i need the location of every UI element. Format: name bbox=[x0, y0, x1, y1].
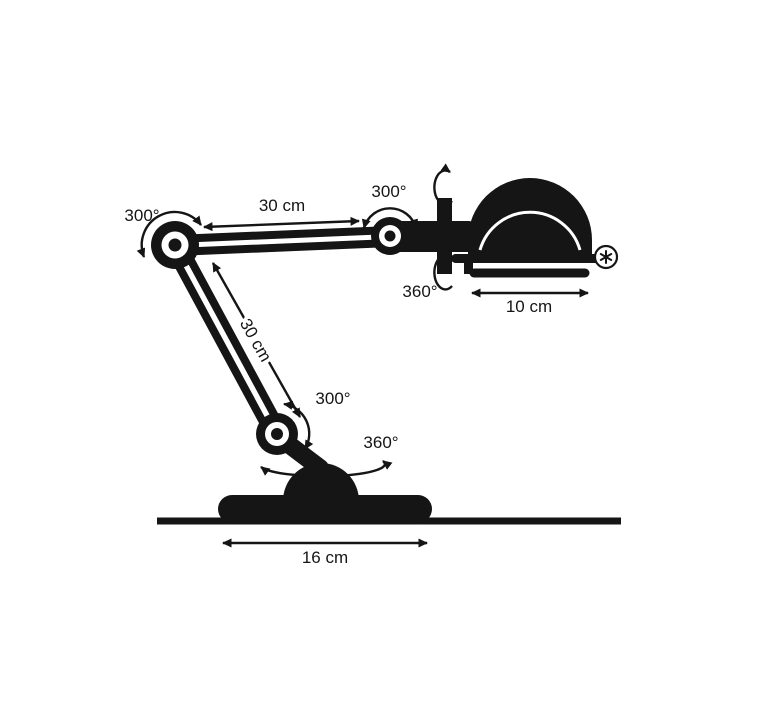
head-spin-arc-top bbox=[433, 163, 453, 206]
upper-arm-rod-bottom bbox=[174, 239, 391, 256]
annotation-knee-rotation: 300° bbox=[283, 389, 351, 450]
head-dome-highlight bbox=[478, 210, 582, 251]
base-spin-label: 360° bbox=[363, 433, 398, 452]
knee-rotation-label: 300° bbox=[315, 389, 350, 408]
upper-arm-dimension-line bbox=[203, 216, 360, 232]
lower-arm-rod-front bbox=[177, 240, 287, 433]
annotation-head-spin: 360° bbox=[402, 163, 453, 301]
annotation-shoulder-rotation: 300° bbox=[124, 206, 202, 258]
shoulder-joint bbox=[151, 221, 199, 269]
base-width-label: 16 cm bbox=[302, 548, 348, 567]
lower-arm-dimension-line bbox=[211, 262, 302, 418]
head-handle-bracket bbox=[464, 258, 473, 274]
base-plate bbox=[218, 495, 432, 523]
lamp-base bbox=[218, 428, 432, 523]
elbow-rotation-arc bbox=[361, 207, 419, 229]
lamp-head bbox=[397, 178, 619, 278]
shoulder-rotation-arc bbox=[136, 210, 202, 258]
elbow-joint bbox=[371, 217, 409, 255]
base-spin-arc bbox=[260, 460, 393, 478]
annotation-base-width: 16 cm bbox=[222, 538, 428, 567]
annotation-head-width: 10 cm bbox=[471, 288, 589, 316]
upper-arm-length-label: 30 cm bbox=[259, 196, 305, 215]
head-spin-label: 360° bbox=[402, 282, 437, 301]
upper-arm-rod-top bbox=[174, 226, 391, 243]
head-rim bbox=[451, 254, 600, 263]
elbow-rotation-label: 300° bbox=[371, 182, 406, 201]
annotation-elbow-rotation: 300° bbox=[361, 182, 419, 229]
head-dome bbox=[468, 178, 592, 254]
annotation-upper-arm-length: 30 cm bbox=[203, 196, 360, 232]
knee-rotation-arc bbox=[283, 400, 314, 450]
knee-joint bbox=[256, 413, 298, 455]
head-spin-arc-bottom bbox=[433, 248, 453, 291]
annotation-base-spin: 360° bbox=[260, 433, 399, 478]
upper-arm bbox=[174, 226, 391, 256]
head-width-label: 10 cm bbox=[506, 297, 552, 316]
shoulder-rotation-label: 300° bbox=[124, 206, 159, 225]
annotation-lower-arm-length: 30 cm bbox=[211, 262, 302, 418]
flower-icon bbox=[593, 244, 619, 270]
